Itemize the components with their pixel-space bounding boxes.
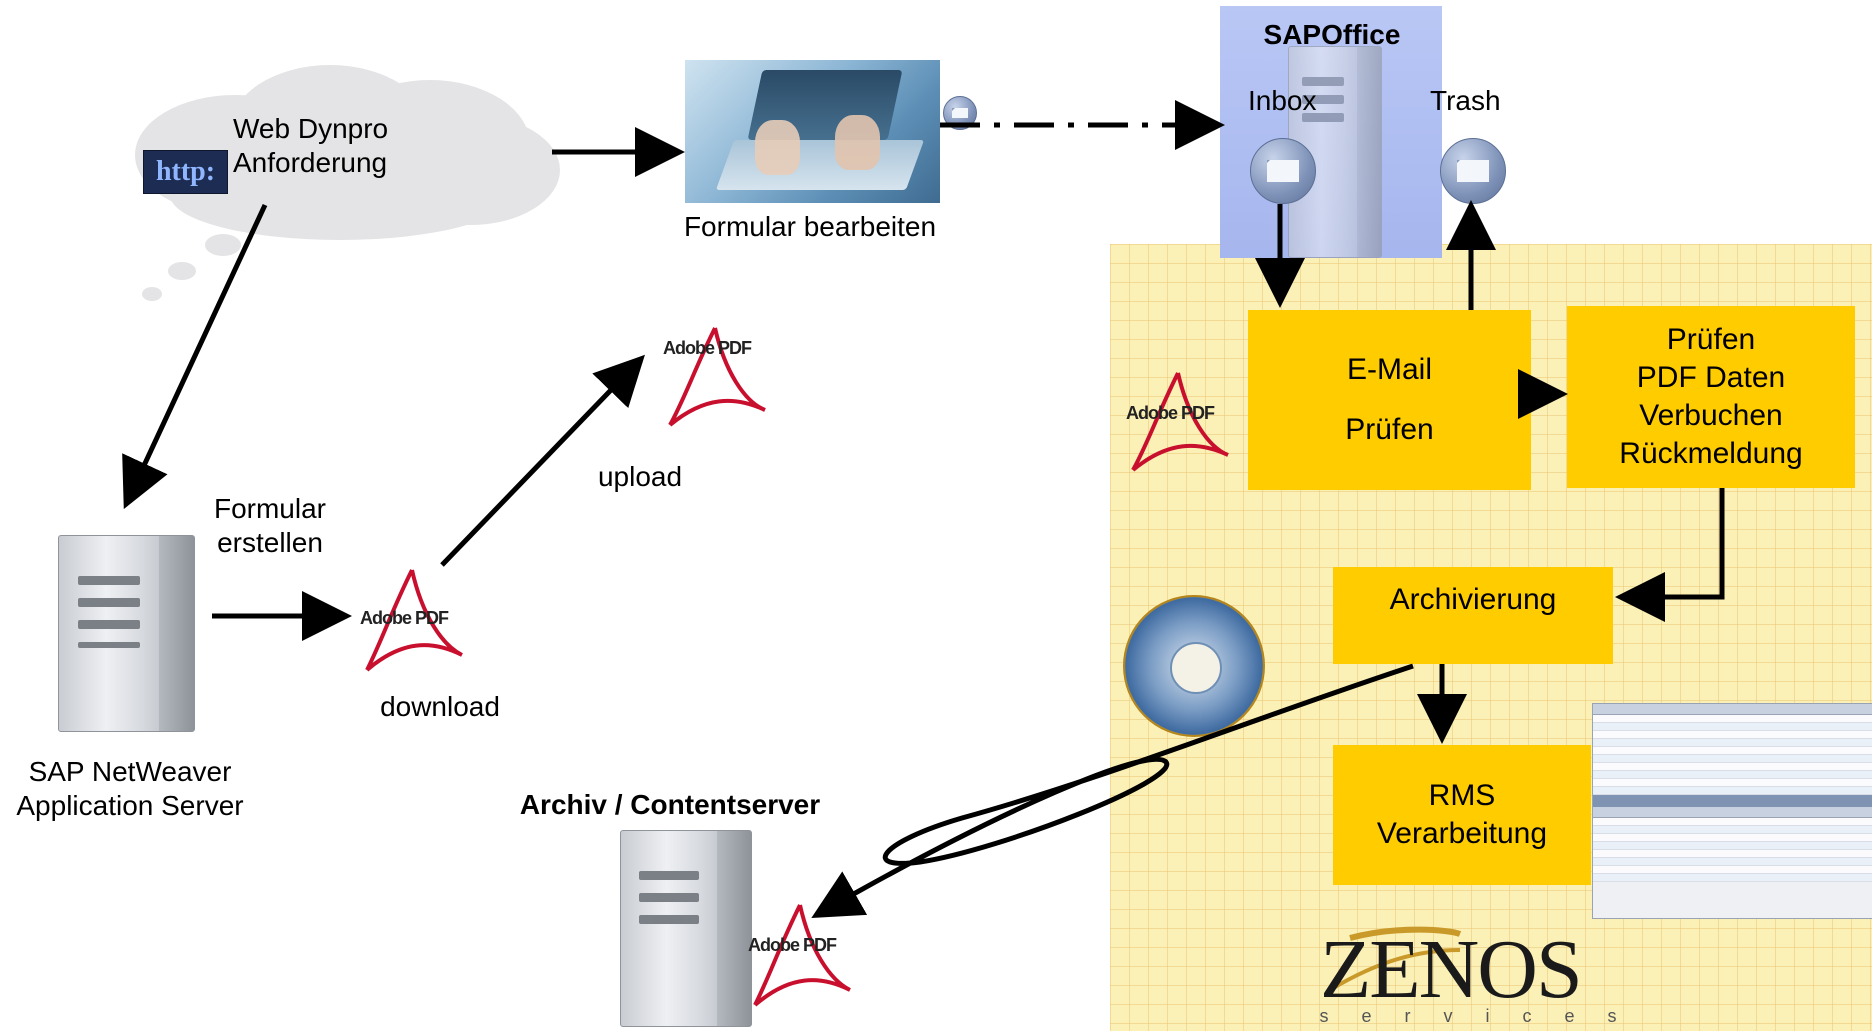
pdf-process-icon: Adobe PDF bbox=[1118, 365, 1238, 480]
arrow-archivierung-to-archive bbox=[811, 663, 1414, 918]
http-icon-text: http: bbox=[155, 156, 216, 187]
box-email-line2: Prüfen bbox=[1345, 413, 1434, 446]
pdf-download-icon: Adobe PDF bbox=[352, 560, 472, 680]
box-pruefen-line2: PDF Daten bbox=[1636, 361, 1786, 394]
box-pruefen-line1: Prüfen bbox=[1666, 323, 1756, 356]
box-pruefen-line3: Verbuchen bbox=[1639, 399, 1783, 432]
box-archivierung: Archivierung bbox=[1333, 567, 1613, 664]
arrow-cloud-to-server bbox=[122, 203, 268, 510]
trash-label: Trash bbox=[1430, 85, 1501, 116]
cloud-label: Web Dynpro Anforderung bbox=[233, 112, 443, 180]
cloud-label-line1: Web Dynpro bbox=[233, 113, 389, 144]
box-email-line1: E-Mail bbox=[1346, 353, 1432, 386]
create-form-line1: Formular bbox=[213, 493, 326, 524]
arrow-pruefen-to-archivierung bbox=[1615, 488, 1725, 622]
pdf-upload-text: Adobe PDF bbox=[663, 338, 752, 358]
cloud-label-line2: Anforderung bbox=[233, 147, 388, 178]
box-pruefen-line4: Rückmeldung bbox=[1619, 437, 1803, 470]
create-form-label: Formular erstellen bbox=[195, 492, 345, 560]
inbox-label: Inbox bbox=[1248, 85, 1317, 116]
sapoffice-title: SAPOffice bbox=[1263, 19, 1401, 50]
box-rms: RMS Verarbeitung bbox=[1333, 745, 1591, 885]
inbox-icon bbox=[1250, 138, 1316, 204]
pdf-archive-icon: Adobe PDF bbox=[740, 895, 860, 1015]
archive-server-icon bbox=[620, 830, 752, 1027]
box-rms-line2: Verarbeitung bbox=[1376, 817, 1548, 850]
zenos-logo: ZENOS s e r v i c e s bbox=[1290, 920, 1650, 1028]
http-icon: http: bbox=[143, 150, 228, 194]
pdf-upload-icon: Adobe PDF bbox=[655, 320, 775, 435]
app-server-icon bbox=[58, 535, 195, 732]
arrow-pdf-upload bbox=[440, 354, 645, 567]
trash-icon bbox=[1440, 138, 1506, 204]
laptop-image bbox=[685, 60, 940, 203]
create-form-line2: erstellen bbox=[217, 527, 323, 558]
app-server-label-line2: Application Server bbox=[16, 790, 244, 821]
box-archivierung-label: Archivierung bbox=[1389, 583, 1557, 616]
pdf-archive-text: Adobe PDF bbox=[748, 935, 837, 955]
app-server-label: SAP NetWeaver Application Server bbox=[0, 755, 260, 823]
box-email-pruefen: E-Mail Prüfen bbox=[1248, 310, 1531, 490]
zenos-logo-name: ZENOS bbox=[1320, 923, 1583, 1016]
box-rms-line1: RMS bbox=[1428, 779, 1496, 812]
laptop-caption: Formular bearbeiten bbox=[683, 211, 937, 242]
app-server-label-line1: SAP NetWeaver bbox=[28, 756, 232, 787]
zenos-logo-sub: s e r v i c e s bbox=[1319, 1006, 1631, 1026]
upload-label: upload bbox=[597, 461, 683, 492]
box-pruefen-pdf: Prüfen PDF Daten Verbuchen Rückmeldung bbox=[1567, 306, 1855, 488]
cycle-icon bbox=[1123, 595, 1265, 737]
archive-title: Archiv / Contentserver bbox=[519, 789, 821, 820]
rms-screenshot bbox=[1592, 703, 1872, 919]
pdf-process-text: Adobe PDF bbox=[1126, 403, 1215, 423]
download-label: download bbox=[380, 691, 500, 722]
pdf-download-text: Adobe PDF bbox=[360, 608, 449, 628]
